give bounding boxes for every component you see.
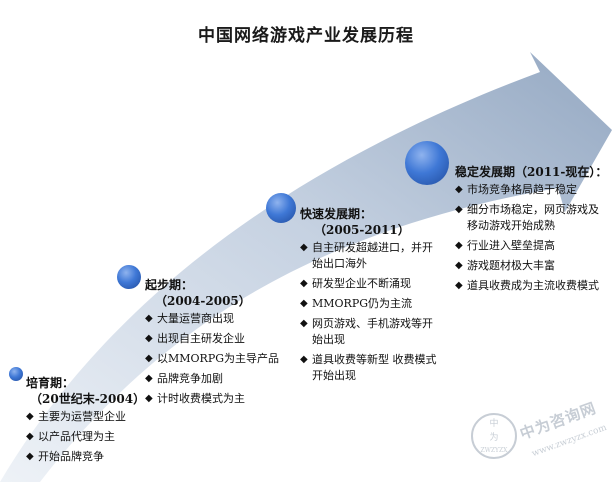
stage-item: 计时收费模式为主 <box>145 391 295 407</box>
stage-node-3 <box>266 193 296 223</box>
stage-item: 自主研发超越进口，并开始出口海外 <box>300 240 440 272</box>
watermark: 中 为 ZWZYZX 中为咨询网 www.zwzyzx.com <box>468 392 608 478</box>
stage-item: 市场竞争格局趋于稳定 <box>455 182 600 198</box>
stage-item: 道具收费等新型 收费模式开始出现 <box>300 352 440 384</box>
stage-item: 研发型企业不断涌现 <box>300 276 440 292</box>
stage-item: 出现自主研发企业 <box>145 331 295 347</box>
stage-block-4: 稳定发展期（2011-现在）： 市场竞争格局趋于稳定 细分市场稳定，网页游戏及移… <box>455 164 608 298</box>
stage-item: 细分市场稳定，网页游戏及移动游戏开始成熟 <box>455 202 600 234</box>
stage-name: 培育期： <box>26 376 75 390</box>
stage-item-list: 主要为运营型企业 以产品代理为主 开始品牌竞争 <box>26 409 166 465</box>
diagram-title: 中国网络游戏产业发展历程 <box>198 26 414 46</box>
stage-item-list: 市场竞争格局趋于稳定 细分市场稳定，网页游戏及移动游戏开始成熟 行业进入壁垒提高… <box>455 182 600 294</box>
stage-name: 起步期： <box>145 278 194 292</box>
stage-period: （20世纪末-2004） <box>30 392 146 406</box>
stage-item: 开始品牌竞争 <box>26 449 166 465</box>
stage-item: 大量运营商出现 <box>145 311 295 327</box>
growth-arrow <box>0 52 612 482</box>
stage-item: 品牌竞争加剧 <box>145 371 295 387</box>
stage-period: （2004-2005） <box>155 294 251 308</box>
stage-item: 道具收费成为主流收费模式 <box>455 278 600 294</box>
stage-item: 行业进入壁垒提高 <box>455 238 600 254</box>
stage-item: 以MMORPG为主导产品 <box>145 351 295 367</box>
stage-item: 主要为运营型企业 <box>26 409 166 425</box>
stage-item: 以产品代理为主 <box>26 429 166 445</box>
stage-period: （2005-2011） <box>314 223 410 237</box>
stage-block-1: 培育期： （20世纪末-2004） 主要为运营型企业 以产品代理为主 开始品牌竞… <box>26 375 166 469</box>
stage-item: 游戏题材极大丰富 <box>455 258 600 274</box>
stage-node-2 <box>117 265 141 289</box>
watermark-badge-bottom: ZWZYZX <box>481 447 509 454</box>
stage-node-4 <box>405 141 449 185</box>
stage-item: 网页游戏、手机游戏等开始出现 <box>300 316 440 348</box>
stage-item-list: 大量运营商出现 出现自主研发企业 以MMORPG为主导产品 品牌竞争加剧 计时收… <box>145 311 295 407</box>
stage-node-1 <box>9 367 23 381</box>
stage-name: 稳定发展期（2011-现在）： <box>455 165 608 179</box>
stage-item-list: 自主研发超越进口，并开始出口海外 研发型企业不断涌现 MMORPG仍为主流 网页… <box>300 240 440 384</box>
watermark-badge-icon: 中 为 ZWZYZX <box>471 413 517 459</box>
stage-block-2: 起步期： （2004-2005） 大量运营商出现 出现自主研发企业 以MMORP… <box>145 277 295 411</box>
stage-block-3: 快速发展期： （2005-2011） 自主研发超越进口，并开始出口海外 研发型企… <box>300 206 440 388</box>
stage-name: 快速发展期： <box>300 207 373 221</box>
watermark-badge-mid: 为 <box>489 431 498 443</box>
watermark-badge-top: 中 <box>489 417 498 429</box>
stage-item: MMORPG仍为主流 <box>300 296 440 312</box>
